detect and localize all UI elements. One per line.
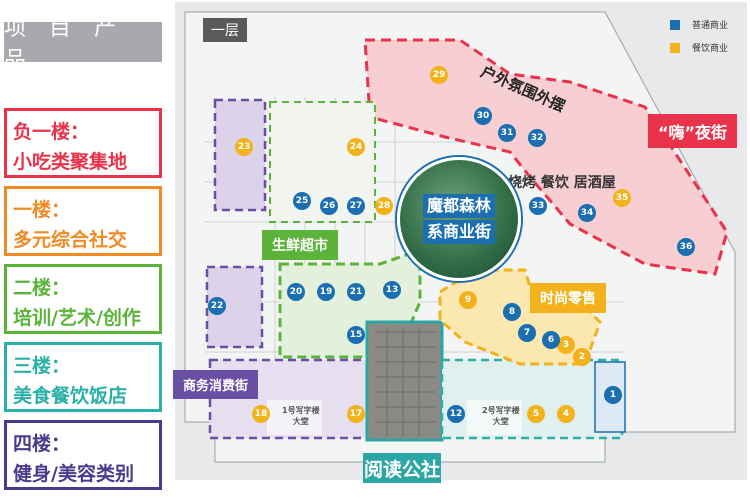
unit-marker-6: 6	[542, 331, 560, 349]
floor-1-desc: 多元综合社交	[13, 229, 128, 251]
zone-business-label: 商务消费街	[173, 370, 259, 399]
unit-marker-13: 13	[383, 281, 401, 299]
legend-swatch-yellow	[670, 42, 680, 53]
unit-marker-8: 8	[503, 303, 521, 321]
unit-marker-32: 32	[528, 129, 546, 147]
unit-marker-24: 24	[347, 138, 365, 156]
legend-item-normal: 普通商业	[670, 18, 728, 31]
legend: 普通商业 餐饮商业	[670, 18, 728, 64]
unit-marker-20: 20	[287, 283, 305, 301]
unit-marker-22: 22	[208, 297, 226, 315]
central-plaza-line1: 魔都森林	[422, 194, 495, 218]
floor-1-label: 一楼：	[13, 199, 71, 221]
floor-2-desc: 培训/艺术/创作	[13, 307, 141, 329]
unit-marker-25: 25	[293, 192, 311, 210]
unit-marker-36: 36	[677, 238, 695, 256]
legend-label-dining: 餐饮商业	[692, 44, 729, 54]
zone-reading-label: 阅读公社	[363, 453, 441, 483]
unit-marker-1: 1	[604, 386, 622, 404]
unit-marker-18: 18	[252, 405, 270, 423]
unit-marker-9: 9	[459, 291, 477, 309]
unit-marker-17: 17	[347, 405, 365, 423]
floor-2-box: 二楼： 培训/艺术/创作	[4, 264, 162, 334]
unit-marker-34: 34	[578, 204, 596, 222]
section-title: 项 目 产 品	[4, 16, 162, 73]
unit-marker-19: 19	[317, 283, 335, 301]
unit-marker-7: 7	[518, 324, 536, 342]
unit-marker-28: 28	[375, 197, 393, 215]
unit-marker-12: 12	[447, 405, 465, 423]
floor-3-box: 三楼： 美食餐饮饭店	[4, 342, 162, 412]
zone-supermarket-label: 生鲜超市	[262, 230, 338, 260]
unit-marker-2: 2	[573, 348, 591, 366]
unit-marker-31: 31	[498, 124, 516, 142]
zone-bbq-label: 烧烤 餐饮 居酒屋	[508, 175, 616, 191]
unit-marker-4: 4	[557, 405, 575, 423]
floor-b1-desc: 小吃类聚集地	[13, 151, 128, 173]
unit-marker-5: 5	[527, 405, 545, 423]
unit-marker-23: 23	[235, 138, 253, 156]
floor-3-label: 三楼：	[13, 355, 71, 377]
floor-4-label: 四楼：	[13, 433, 71, 455]
unit-marker-29: 29	[430, 66, 448, 84]
unit-marker-21: 21	[347, 283, 365, 301]
unit-marker-35: 35	[613, 189, 631, 207]
legend-item-dining: 餐饮商业	[670, 41, 728, 54]
floor-tag: 一层	[203, 18, 247, 42]
unit-marker-26: 26	[320, 197, 338, 215]
unit-marker-30: 30	[474, 107, 492, 125]
unit-marker-3: 3	[557, 336, 575, 354]
unit-marker-27: 27	[347, 197, 365, 215]
zone-night-street-label: “嗨”夜街	[648, 114, 738, 148]
floor-2-label: 二楼：	[13, 277, 71, 299]
legend-label-normal: 普通商业	[692, 21, 729, 31]
unit-marker-15: 15	[347, 326, 365, 344]
floor-4-desc: 健身/美容类别	[13, 463, 134, 485]
central-plaza-line2: 系商业街	[422, 220, 495, 244]
unit-marker-33: 33	[529, 197, 547, 215]
floor-3-desc: 美食餐饮饭店	[13, 385, 128, 407]
hall2-label: 2号写字楼 大堂	[482, 406, 520, 426]
hall1-label: 1号写字楼 大堂	[282, 406, 320, 426]
floor-4-box: 四楼： 健身/美容类别	[4, 420, 162, 490]
legend-swatch-blue	[670, 19, 680, 30]
floor-1-box: 一楼： 多元综合社交	[4, 186, 162, 256]
central-plaza-badge: 魔都森林 系商业街	[397, 157, 521, 281]
zone-fashion-label: 时尚零售	[530, 283, 606, 313]
floor-b1-box: 负一楼： 小吃类聚集地	[4, 108, 162, 178]
floor-b1-label: 负一楼：	[13, 121, 90, 143]
